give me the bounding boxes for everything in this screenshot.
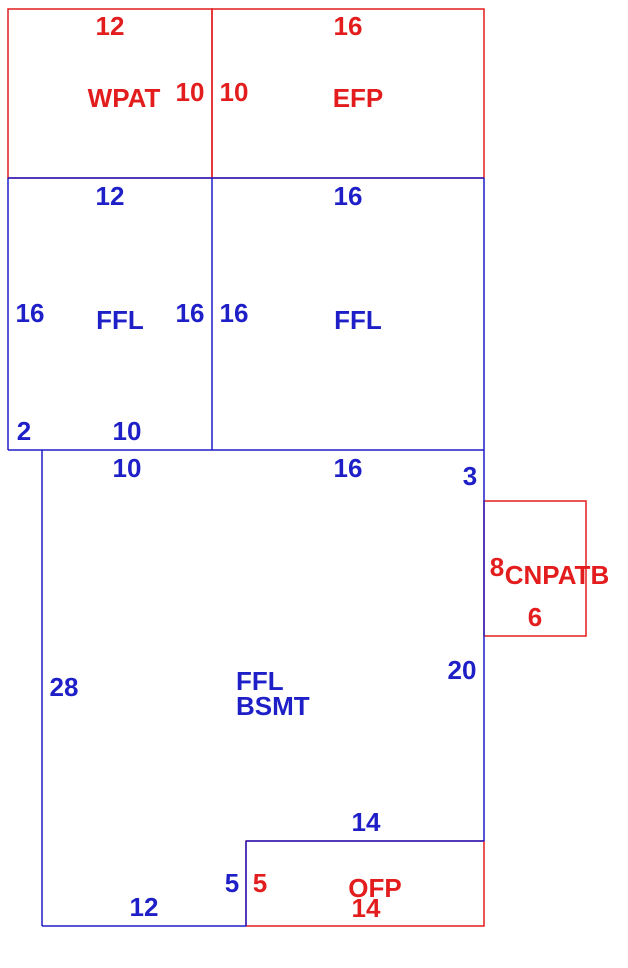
ffl-right-area-label: FFL bbox=[334, 305, 382, 335]
bsmt-area-label-line1: FFL bbox=[236, 666, 284, 696]
bsmt-bottom-dimension: 12 bbox=[130, 892, 159, 922]
cnpatb-left-dimension: 8 bbox=[490, 552, 504, 582]
ofp-left-dimension: 5 bbox=[253, 868, 267, 898]
cnpatb-labels: 8 CNPATB 6 bbox=[490, 552, 609, 632]
ffl-left-right-dimension: 16 bbox=[176, 298, 205, 328]
ffl-right-labels: 16 16 FFL bbox=[220, 181, 382, 335]
ffl-left-labels: 12 16 FFL 16 2 10 bbox=[16, 181, 205, 446]
blue-sections bbox=[7, 177, 485, 927]
efp-labels: 16 10 EFP bbox=[220, 11, 384, 113]
bsmt-top-right-dimension: 16 bbox=[334, 453, 363, 483]
cnpatb-area-label: CNPATB bbox=[505, 560, 609, 590]
wpat-top-dimension: 12 bbox=[96, 11, 125, 41]
wpat-right-dimension: 10 bbox=[176, 77, 205, 107]
efp-top-dimension: 16 bbox=[334, 11, 363, 41]
ffl-left-bottom-dimension: 10 bbox=[113, 416, 142, 446]
ofp-area-label: OFP bbox=[348, 873, 401, 903]
ffl-right-top-dimension: 16 bbox=[334, 181, 363, 211]
ffl-bsmt-labels: 10 16 3 28 FFL BSMT 20 12 5 bbox=[50, 453, 478, 922]
ffl-right-left-dimension: 16 bbox=[220, 298, 249, 328]
ffl-left-top-dimension: 12 bbox=[96, 181, 125, 211]
bsmt-corner-dimension: 3 bbox=[463, 461, 477, 491]
wpat-area-label: WPAT bbox=[88, 83, 161, 113]
ofp-bottom-dimension: 14 bbox=[352, 893, 381, 923]
ffl-left-area-label: FFL bbox=[96, 305, 144, 335]
bsmt-notch-dimension: 5 bbox=[225, 868, 239, 898]
bsmt-left-dimension: 28 bbox=[50, 672, 79, 702]
wpat-labels: 12 WPAT 10 bbox=[88, 11, 205, 113]
ofp-labels: 14 5 OFP 14 bbox=[253, 807, 402, 923]
red-sections bbox=[7, 8, 587, 927]
bsmt-right-dimension: 20 bbox=[448, 655, 477, 685]
bsmt-area-label-line2: BSMT bbox=[236, 691, 310, 721]
ffl-left-step-dimension: 2 bbox=[17, 416, 31, 446]
bsmt-top-left-dimension: 10 bbox=[113, 453, 142, 483]
efp-left-dimension: 10 bbox=[220, 77, 249, 107]
efp-area-label: EFP bbox=[333, 83, 384, 113]
ffl-left-left-dimension: 16 bbox=[16, 298, 45, 328]
ofp-top-dimension: 14 bbox=[352, 807, 381, 837]
cnpatb-bottom-dimension: 6 bbox=[528, 602, 542, 632]
